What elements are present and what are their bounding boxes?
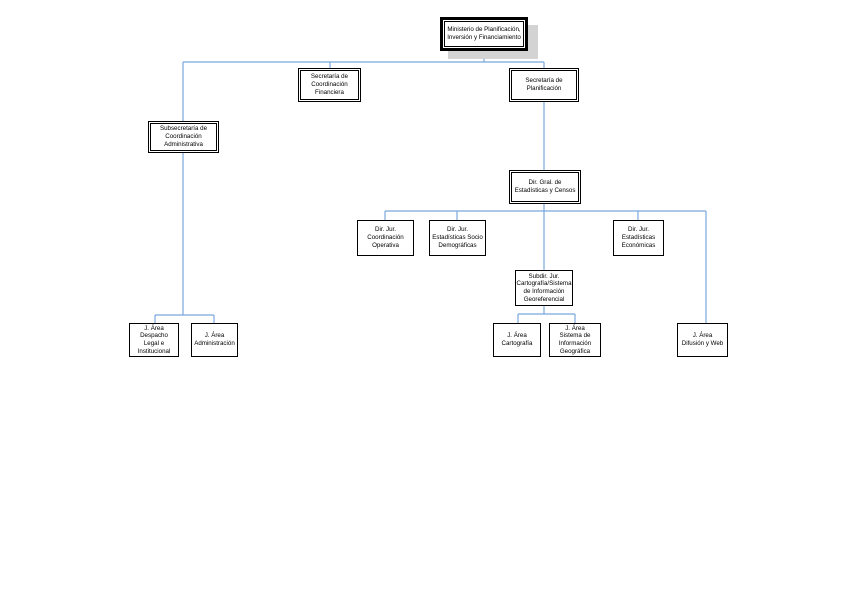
node-sec-coord-financiera: Secretaría de Coordinación Financiera	[298, 68, 361, 102]
node-label: Subsecretaría de Coordinación Administra…	[159, 125, 208, 148]
node-subdir-cartografia: Subdir. Jur. Cartografía/Sistema de Info…	[515, 270, 573, 306]
node-label: Subdir. Jur. Cartografía/Sistema de Info…	[516, 272, 572, 303]
node-label: Secretaría de Planificación	[525, 77, 563, 92]
node-label: Dir. Jur. Estadísticas Económicas	[621, 226, 656, 249]
node-label: J. Área Administración	[194, 332, 235, 347]
node-label: J. Área Cartografía	[501, 332, 533, 347]
node-label: Dir. Jur. Coordinación Operativa	[367, 226, 404, 249]
node-dir-coord-operativa: Dir. Jur. Coordinación Operativa	[357, 220, 414, 256]
node-label: J. Área Sistema de Información Geográfic…	[558, 324, 592, 355]
node-label: Dir. Gral. de Estadísticas y Censos	[514, 179, 576, 194]
node-area-cartografia: J. Área Cartografía	[493, 323, 541, 357]
node-label: Secretaría de Coordinación Financiera	[310, 73, 349, 96]
node-dir-est-economicas: Dir. Jur. Estadísticas Económicas	[613, 220, 664, 256]
node-area-despacho: J. Área Despacho Legal e Institucional	[129, 323, 179, 357]
node-dir-est-socio: Dir. Jur. Estadísticas Socio Demográfica…	[429, 220, 486, 256]
node-area-difusion: J. Área Difusión y Web	[677, 323, 728, 357]
node-area-sig: J. Área Sistema de Información Geográfic…	[549, 323, 601, 357]
node-label: J. Área Difusión y Web	[681, 332, 724, 347]
node-sec-planificacion: Secretaría de Planificación	[509, 68, 579, 102]
node-label: Ministerio de Planificación, Inversión y…	[447, 26, 521, 41]
node-dir-gral-estadisticas: Dir. Gral. de Estadísticas y Censos	[509, 170, 581, 204]
node-label: Dir. Jur. Estadísticas Socio Demográfica…	[432, 226, 483, 249]
node-label: J. Área Despacho Legal e Institucional	[137, 324, 171, 355]
node-ministerio: Ministerio de Planificación, Inversión y…	[440, 17, 528, 51]
node-subsec-admin: Subsecretaría de Coordinación Administra…	[148, 121, 219, 153]
node-area-administracion: J. Área Administración	[191, 323, 238, 357]
